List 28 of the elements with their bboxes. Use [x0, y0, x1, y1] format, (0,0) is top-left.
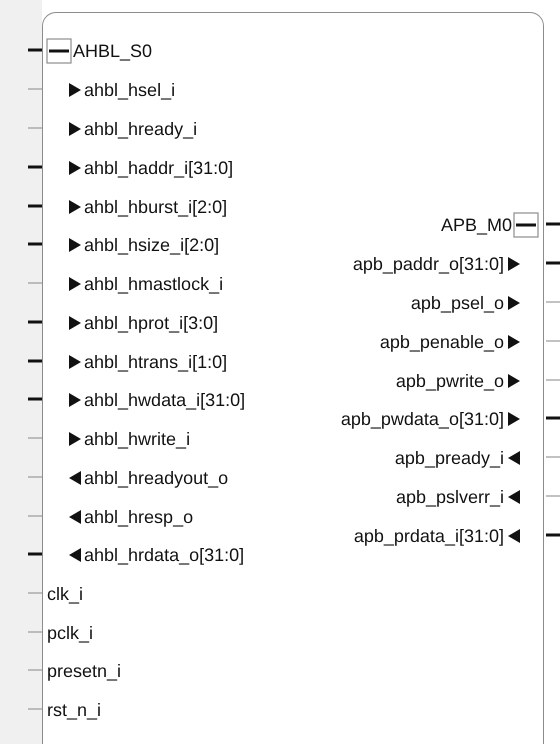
- pin-label: ahbl_hresp_o: [84, 506, 194, 528]
- pin-label: apb_pwrite_o: [396, 370, 504, 392]
- pin-label: ahbl_haddr_i[31:0]: [84, 157, 234, 179]
- pin-label: ahbl_hburst_i[2:0]: [84, 196, 228, 218]
- pin-label: apb_psel_o: [410, 292, 504, 314]
- pin-label: rst_n_i: [47, 699, 102, 721]
- pin-label: ahbl_hreadyout_o: [84, 467, 228, 489]
- block-symbol: [42, 12, 544, 744]
- pin-label: ahbl_hsel_i: [84, 79, 176, 101]
- pin-label: apb_prdata_i[31:0]: [354, 525, 504, 547]
- pin-label: apb_pslverr_i: [396, 486, 504, 508]
- pin-label: apb_pwdata_o[31:0]: [340, 408, 504, 430]
- pin-label: ahbl_hmastlock_i: [84, 273, 224, 295]
- pin-label: ahbl_hrdata_o[31:0]: [84, 544, 244, 566]
- pin-label: apb_paddr_o[31:0]: [352, 253, 504, 275]
- pin-label: presetn_i: [47, 660, 122, 682]
- pin-label: ahbl_hwrite_i: [84, 428, 190, 450]
- pin-label: ahbl_hwdata_i[31:0]: [84, 389, 246, 411]
- pin-label: ahbl_hready_i: [84, 118, 198, 140]
- port-label: APB_M0: [440, 214, 512, 236]
- pin-label: apb_penable_o: [380, 331, 504, 353]
- pin-label: clk_i: [47, 583, 84, 605]
- pin-label: apb_pready_i: [394, 447, 504, 469]
- port-label: AHBL_S0: [73, 40, 152, 62]
- pin-label: ahbl_htrans_i[1:0]: [84, 351, 228, 373]
- pin-label: ahbl_hsize_i[2:0]: [84, 234, 220, 256]
- pin-label: ahbl_hprot_i[3:0]: [84, 312, 218, 334]
- pin-label: pclk_i: [47, 622, 94, 644]
